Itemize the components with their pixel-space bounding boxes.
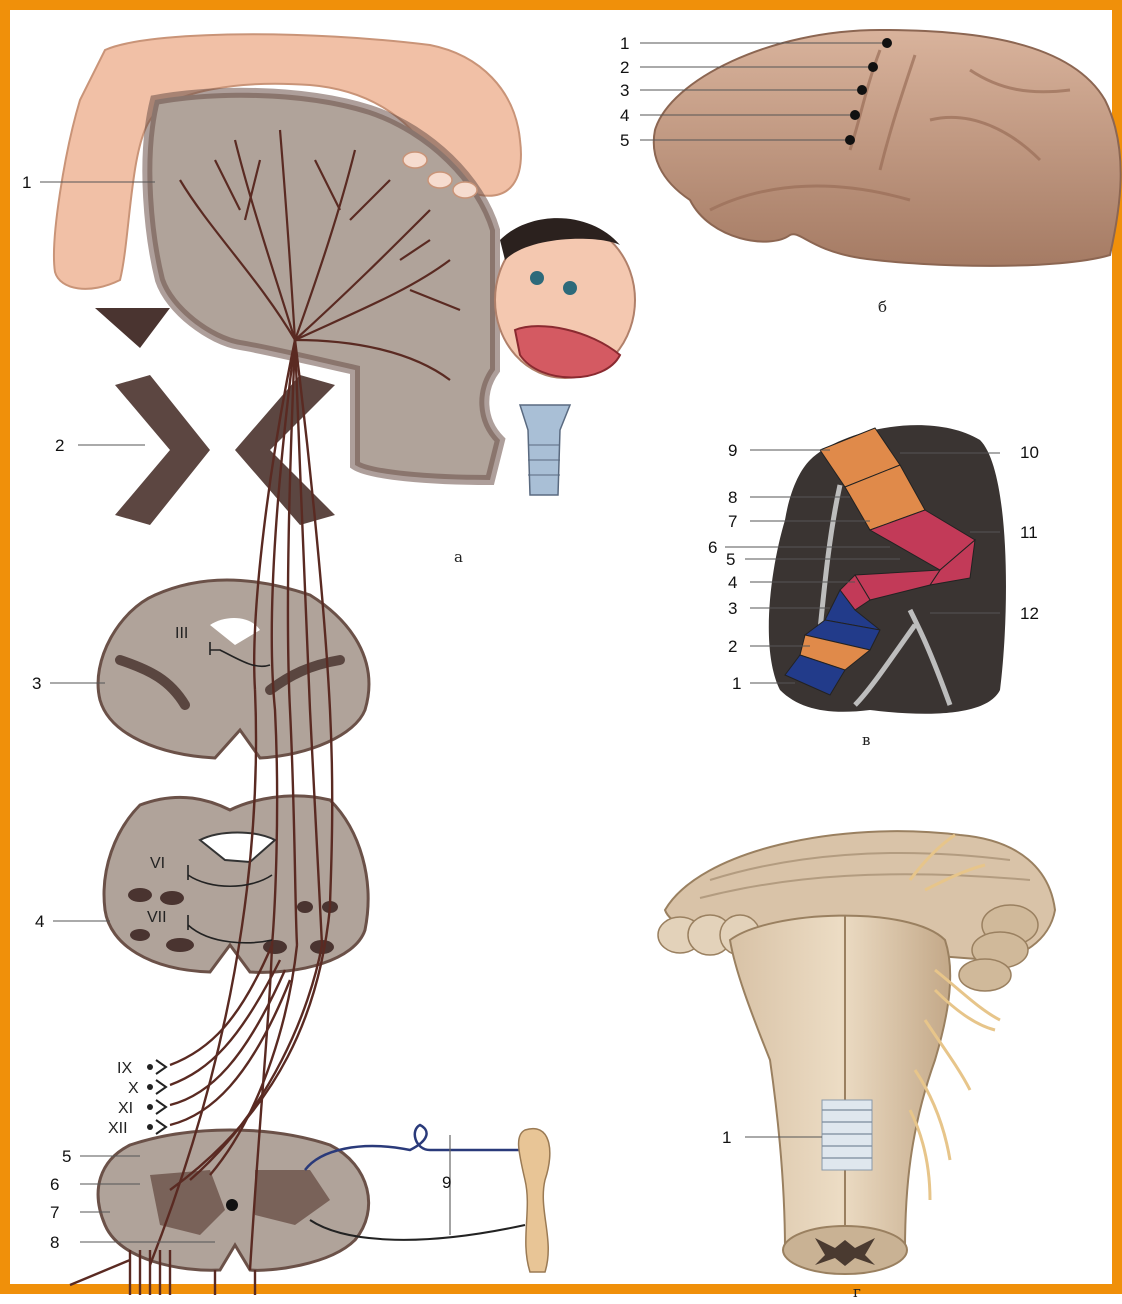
panel-v-label-4: 4 (728, 573, 737, 592)
panel-v-label-2: 2 (728, 637, 737, 656)
panel-v-label-5: 5 (726, 550, 735, 569)
skeletal-muscle (519, 1129, 550, 1272)
panel-v-label-9: 9 (728, 441, 737, 460)
medulla-oblongata (730, 916, 950, 1250)
panel-v-label-8: 8 (728, 488, 737, 507)
cranial-nerve-label-X: X (128, 1080, 139, 1097)
nucleus-label-III: III (175, 625, 188, 642)
panel-g-label-1: 1 (722, 1128, 731, 1147)
nucleus-label-VI: VI (150, 855, 165, 872)
internal-capsule-left (115, 375, 210, 525)
homunculus-face (495, 218, 635, 378)
cranial-nerve-label-IX: IX (117, 1060, 132, 1077)
basal-ganglia-wedge (95, 308, 170, 348)
panel-v-label-7: 7 (728, 512, 737, 531)
panel-b-title: б (878, 298, 887, 316)
panel-a-label-3: 3 (32, 674, 41, 693)
panel-v-label-3: 3 (728, 599, 737, 618)
nucleus-label-VII: VII (147, 909, 167, 926)
panel-v-label-10: 10 (1020, 443, 1039, 462)
panel-v-label-12: 12 (1020, 604, 1039, 623)
panel-b-label-4: 4 (620, 106, 629, 125)
panel-v-label-6: 6 (708, 538, 717, 557)
internal-capsule-right (235, 375, 335, 525)
larynx (520, 405, 570, 495)
panel-v-label-1: 1 (732, 674, 741, 693)
cortex-section (147, 93, 500, 480)
panel-g-illustration (658, 831, 1055, 1274)
panel-a-label-6: 6 (50, 1175, 59, 1194)
panel-b-label-3: 3 (620, 81, 629, 100)
panel-a-label-7: 7 (50, 1203, 59, 1222)
panel-v-title: в (862, 731, 870, 749)
cranial-nerve-label-XI: XI (118, 1100, 133, 1117)
cranial-nerve-marks (147, 1060, 166, 1134)
panel-b-label-1: 1 (620, 34, 629, 53)
panel-a-title: а (454, 548, 463, 566)
panel-b-illustration (640, 30, 1121, 266)
panel-a-label-4: 4 (35, 912, 44, 931)
panel-a-label-8: 8 (50, 1233, 59, 1252)
panel-b-label-2: 2 (620, 58, 629, 77)
panel-a-label-2: 2 (55, 436, 64, 455)
panel-a-label-9: 9 (442, 1173, 451, 1192)
panel-b-label-5: 5 (620, 131, 629, 150)
panel-v-label-11: 11 (1020, 523, 1038, 542)
panel-v-illustration (725, 425, 1006, 714)
cranial-nerve-label-XII: XII (108, 1120, 128, 1137)
panel-g-title: г (853, 1283, 861, 1301)
panel-a-label-5: 5 (62, 1147, 71, 1166)
panel-a-label-1: 1 (22, 173, 31, 192)
anatomy-figure: 1 2 3 4 5 6 7 8 9 III VI VII IX X XI XII… (10, 10, 1122, 1304)
